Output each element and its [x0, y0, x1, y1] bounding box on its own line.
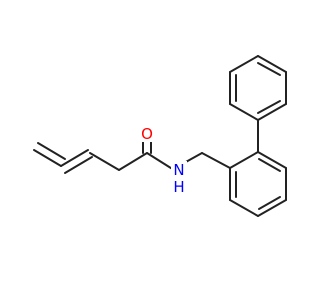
oxygen-label: O — [141, 125, 153, 143]
bond-allene-1b — [37, 142, 66, 160]
ring-upper-b4 — [257, 55, 287, 73]
ring-upper-d3 — [257, 100, 281, 114]
benzene-ring-lower — [229, 151, 287, 217]
bond-allene-2a — [60, 149, 89, 167]
nitrogen-label: N — [173, 161, 184, 179]
alkyl-chain — [89, 152, 175, 171]
ring-lower-b3 — [257, 199, 287, 217]
bond-allene-1a — [33, 149, 62, 167]
hydrogen-label: H — [173, 178, 184, 196]
atom-label-oxygen: O — [139, 124, 155, 143]
structure-diagram: O N H — [33, 55, 287, 217]
carbonyl-group — [142, 139, 152, 154]
bond-chain-2 — [118, 152, 148, 171]
ring-upper-b6 — [257, 103, 287, 121]
amide-linkage — [183, 152, 231, 169]
ring-lower-d3 — [258, 158, 281, 172]
benzene-ring-upper — [229, 55, 287, 121]
ring-lower-b2 — [229, 199, 259, 217]
ring-lower-b5 — [257, 151, 287, 169]
bond-ch2-ring — [201, 152, 231, 169]
atom-label-hydrogen: H — [171, 178, 187, 196]
ring-lower-d2 — [258, 196, 281, 210]
allene-group — [33, 142, 93, 174]
ring-lower-b6 — [229, 151, 259, 169]
ring-upper-b3 — [229, 55, 259, 73]
bond-allene-2b — [64, 156, 93, 174]
bond-chain-3 — [146, 152, 175, 171]
ring-upper-d2 — [257, 62, 281, 76]
ring-upper-b1 — [229, 103, 259, 121]
atom-label-nitrogen: N — [171, 161, 187, 179]
bond-chain-1 — [89, 152, 120, 171]
